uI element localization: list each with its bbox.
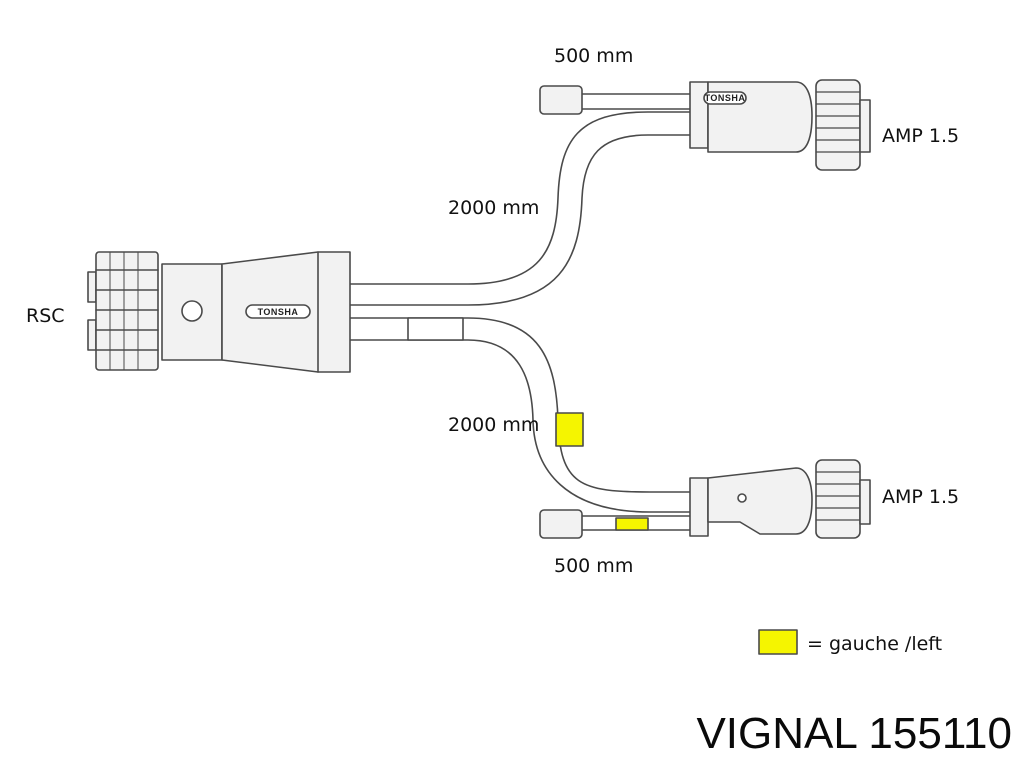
rsc-label: RSC xyxy=(26,305,65,327)
amp-top-connector xyxy=(689,79,871,171)
top-amp-label: AMP 1.5 xyxy=(882,125,959,147)
left-marker-band-1 xyxy=(407,317,464,341)
lower-short-lead xyxy=(539,509,691,539)
amp-bottom-boot xyxy=(707,467,813,535)
upper-lead-plug xyxy=(539,85,583,115)
rsc-connector xyxy=(87,251,351,373)
lower-main-cable xyxy=(349,317,691,513)
rsc-connector-marking: TONSHA xyxy=(258,307,299,317)
rsc-coupling-nut xyxy=(95,251,159,371)
upper-main-cable xyxy=(349,111,691,306)
brand-title: VIGNAL 155110 xyxy=(696,709,1012,758)
legend-swatch xyxy=(758,629,798,655)
rsc-label-plate xyxy=(245,304,311,319)
amp-bottom-connector xyxy=(689,459,871,539)
bottom-amp-label: AMP 1.5 xyxy=(882,486,959,508)
amp-top-label-plate xyxy=(703,91,747,105)
amp-top-coupling-nut xyxy=(815,79,861,171)
top-long-length-label: 2000 mm xyxy=(448,197,539,219)
amp-top-connector-marking: TONSHA xyxy=(705,93,746,103)
bottom-short-length-label: 500 mm xyxy=(554,555,633,577)
legend-text: = gauche /left xyxy=(807,633,942,655)
bottom-long-length-label: 2000 mm xyxy=(448,414,539,436)
top-short-length-label: 500 mm xyxy=(554,45,633,67)
left-marker-band-yellow xyxy=(555,412,584,447)
upper-short-lead xyxy=(539,85,691,115)
amp-bottom-screw-hole xyxy=(737,493,747,503)
rsc-screw-hole xyxy=(181,300,203,322)
lower-lead-plug xyxy=(539,509,583,539)
left-marker-band-yellow-2 xyxy=(615,517,649,531)
